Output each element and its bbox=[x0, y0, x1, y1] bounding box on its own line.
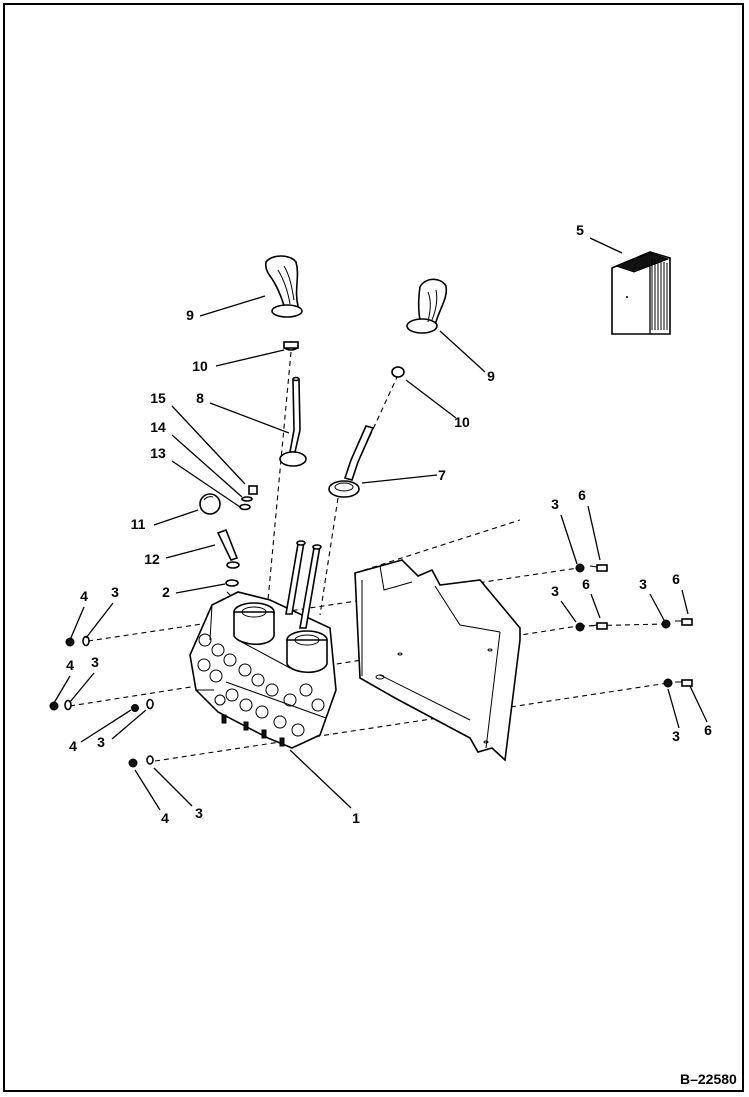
part-8-lever bbox=[279, 376, 307, 467]
leader-line-c3-r2 bbox=[560, 600, 577, 623]
leader-line-c1 bbox=[289, 749, 352, 809]
leader-line-c4-l1 bbox=[69, 606, 85, 641]
callout-c4-l4: 4 bbox=[161, 810, 169, 826]
callout-c6-r3: 6 bbox=[672, 571, 680, 587]
callout-c3-l3: 3 bbox=[97, 734, 105, 750]
leader-line-c3-l4 bbox=[153, 767, 193, 807]
leader-line-c8 bbox=[209, 402, 290, 434]
callout-c10-left: 10 bbox=[192, 358, 208, 374]
parts-13-15-fasteners bbox=[239, 485, 258, 511]
leader-line-c7 bbox=[361, 474, 438, 484]
callout-c10-right: 10 bbox=[454, 414, 470, 430]
callout-c9-right: 9 bbox=[487, 368, 495, 384]
leader-line-c4-l2 bbox=[53, 675, 71, 704]
leader-line-c5 bbox=[589, 237, 623, 254]
leader-line-c10-left bbox=[215, 349, 285, 367]
callout-c1: 1 bbox=[352, 810, 360, 826]
leader-line-c6-r4 bbox=[689, 685, 708, 723]
callout-c3-l1: 3 bbox=[111, 584, 119, 600]
callout-c8: 8 bbox=[196, 390, 204, 406]
leader-line-c3-l2 bbox=[69, 672, 95, 703]
parts-3-4-nuts-washers bbox=[49, 563, 673, 768]
leader-line-c4-l4 bbox=[134, 769, 161, 811]
callout-c4-l2: 4 bbox=[66, 657, 74, 673]
part-12-lever bbox=[216, 528, 240, 569]
leader-line-c12 bbox=[165, 544, 216, 559]
part-11-knob bbox=[199, 493, 221, 515]
callout-c7: 7 bbox=[438, 467, 446, 483]
callout-c4-l1: 4 bbox=[80, 588, 88, 604]
callout-c4-l3: 4 bbox=[69, 738, 77, 754]
callout-c6-r4: 6 bbox=[704, 722, 712, 738]
callout-labels: 5 9 9 10 10 8 15 14 13 7 11 12 2 3 6 3 6 3 6 3 6 4 3 4 3 4 3 4 3 1 bbox=[66, 222, 712, 826]
part-7-lever bbox=[328, 425, 375, 498]
leader-line-c13 bbox=[171, 460, 241, 508]
part-9-left-handle bbox=[264, 255, 303, 318]
callout-c3-r1: 3 bbox=[551, 496, 559, 512]
callout-c3-l2: 3 bbox=[91, 654, 99, 670]
part-10-bushings bbox=[283, 341, 405, 378]
mounting-bracket bbox=[354, 559, 521, 762]
callout-c6-r2: 6 bbox=[582, 576, 590, 592]
callout-c3-l4: 3 bbox=[195, 805, 203, 821]
callout-c3-r2: 3 bbox=[551, 583, 559, 599]
part-5-box bbox=[611, 251, 671, 335]
callout-c15: 15 bbox=[150, 390, 166, 406]
callout-c6-r1: 6 bbox=[578, 487, 586, 503]
leader-line-c3-l3 bbox=[111, 709, 147, 740]
callout-c3-r3: 3 bbox=[639, 576, 647, 592]
leader-line-c10-right bbox=[405, 379, 457, 419]
leader-line-c4-l3 bbox=[80, 709, 132, 743]
callout-c3-r4: 3 bbox=[672, 728, 680, 744]
callout-c9-left: 9 bbox=[186, 307, 194, 323]
callout-leaders bbox=[53, 237, 708, 811]
part-9-right-handle bbox=[406, 278, 448, 334]
callout-c2: 2 bbox=[162, 584, 170, 600]
leader-line-c6-r2 bbox=[590, 593, 601, 619]
figure-id: B–22580 bbox=[680, 1071, 737, 1087]
leader-line-c2 bbox=[175, 583, 226, 594]
callout-c13: 13 bbox=[150, 445, 166, 461]
callout-c11: 11 bbox=[131, 516, 146, 532]
leader-line-c9-right bbox=[439, 330, 486, 373]
callout-c14: 14 bbox=[150, 419, 166, 435]
callout-c5: 5 bbox=[576, 222, 584, 238]
leader-line-c14 bbox=[171, 434, 243, 498]
leader-line-c3-r1 bbox=[560, 514, 578, 565]
leader-line-c3-r3 bbox=[649, 593, 665, 621]
leader-line-c15 bbox=[171, 405, 246, 485]
leader-line-c9-left bbox=[199, 295, 266, 317]
leader-line-c3-l1 bbox=[85, 602, 114, 639]
leader-line-c6-r1 bbox=[587, 505, 601, 561]
leader-line-c6-r3 bbox=[681, 589, 689, 615]
leader-line-c3-r4 bbox=[667, 688, 680, 729]
part-1-control-valve bbox=[189, 540, 337, 749]
page-border bbox=[3, 3, 744, 1092]
callout-c12: 12 bbox=[144, 551, 160, 567]
part-6-bolts bbox=[589, 564, 693, 687]
leader-line-c11 bbox=[153, 509, 199, 526]
part-2-washer bbox=[225, 579, 239, 587]
